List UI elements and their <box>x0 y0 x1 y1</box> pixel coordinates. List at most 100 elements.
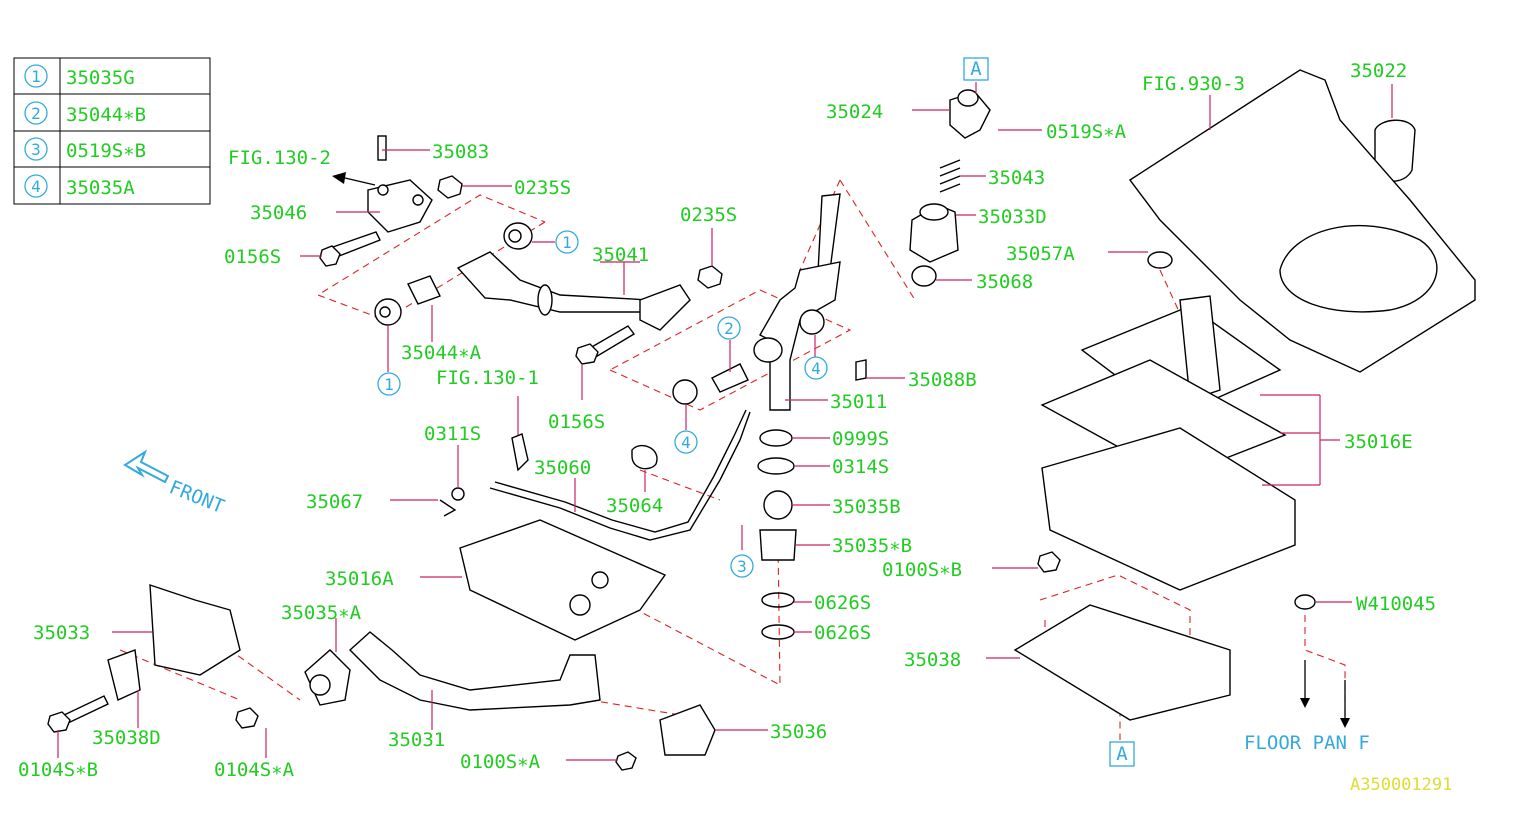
part-35035g-bushing-a <box>503 222 533 250</box>
part-35043-spring <box>939 159 961 193</box>
legend-row-1: 1 35035G <box>24 64 135 89</box>
part-35083-pin <box>377 135 387 161</box>
legend-table: 1 35035G 2 35044∗B 3 0519S∗B 4 35035A <box>13 57 211 205</box>
part-0100sb-bolt <box>1037 551 1061 573</box>
label-0519sa: 0519S∗A <box>1046 121 1127 143</box>
part-0999s-washer <box>759 429 793 447</box>
part-35035g-bushing-b <box>374 298 402 326</box>
legend-key: 4 <box>31 177 41 196</box>
legend-row-3: 3 0519S∗B <box>24 137 146 162</box>
label-0311s: 0311S <box>424 423 481 445</box>
part-35057a-plug <box>1147 251 1173 269</box>
part-35038d-bracket <box>107 649 141 701</box>
part-0156s-bolt-b <box>575 325 636 365</box>
legend-key: 3 <box>31 140 41 159</box>
part-w410045-clip <box>1294 594 1316 610</box>
part-0156s-bolt-a <box>319 231 381 267</box>
part-35033d-damper <box>909 203 959 263</box>
part-35068-washer <box>911 265 937 287</box>
callout-1-bottom: 1 <box>377 372 401 396</box>
part-0314s-clip <box>757 457 795 475</box>
callout-2: 2 <box>717 316 741 340</box>
label-0235s-a: 0235S <box>514 177 571 199</box>
label-0235s-b: 0235S <box>680 204 737 226</box>
callout-3: 3 <box>730 554 754 578</box>
legend-key: 2 <box>31 104 41 123</box>
part-35035a-bushing-large <box>304 649 351 706</box>
label-0626s-a: 0626S <box>814 592 871 614</box>
part-35035a-bushing <box>672 309 825 405</box>
fig-130-2-arrow <box>332 172 376 186</box>
svg-text:1: 1 <box>384 375 394 394</box>
part-35024-housing <box>949 89 991 139</box>
label-35043: 35043 <box>988 167 1045 189</box>
label-35035b: 35035B <box>832 496 901 518</box>
svg-text:4: 4 <box>681 433 691 452</box>
part-0100sa-bolt <box>615 751 637 771</box>
legend-row-4: 4 35035A <box>24 174 135 199</box>
label-35022: 35022 <box>1350 60 1407 82</box>
part-35041-rod <box>456 251 691 331</box>
part-0626s-rings <box>761 592 795 640</box>
label-35038: 35038 <box>904 649 961 671</box>
label-35033d: 35033D <box>978 206 1047 228</box>
label-35033: 35033 <box>33 622 90 644</box>
label-35016e: 35016E <box>1344 431 1413 453</box>
label-0104sb: 0104S∗B <box>18 759 98 781</box>
part-35036-bracket <box>659 704 716 756</box>
part-35035b-ball <box>763 490 793 520</box>
ref-box-a-top: A <box>963 57 989 81</box>
label-35038d: 35038D <box>92 727 161 749</box>
part-35011-lever <box>753 193 841 411</box>
label-35060: 35060 <box>534 457 591 479</box>
label-35016a: 35016A <box>325 568 394 590</box>
label-0999s: 0999S <box>832 428 889 450</box>
label-35035sb: 35035∗B <box>832 535 912 557</box>
legend-row-2: 2 35044∗B <box>24 101 146 126</box>
label-35046: 35046 <box>250 202 307 224</box>
label-0104sa: 0104S∗A <box>214 759 295 781</box>
label-0314s: 0314S <box>832 456 889 478</box>
legend-key: 1 <box>31 67 41 86</box>
part-35035sb-seat <box>759 529 797 561</box>
svg-text:2: 2 <box>724 319 734 338</box>
label-35036: 35036 <box>770 721 827 743</box>
fig-930-3-label: FIG.930-3 <box>1142 73 1245 95</box>
ref-box-a-bottom: A <box>1109 741 1135 767</box>
label-35041: 35041 <box>592 244 649 266</box>
label-35011: 35011 <box>830 391 887 413</box>
svg-text:A: A <box>1116 743 1128 765</box>
label-0100sa: 0100S∗A <box>460 751 541 773</box>
label-w410045: W410045 <box>1356 593 1436 615</box>
part-35031-rod <box>348 631 601 711</box>
label-35024: 35024 <box>826 101 883 123</box>
svg-text:3: 3 <box>737 557 747 576</box>
part-35016e-boot-plates <box>1040 295 1296 591</box>
leader-lines <box>57 82 1393 761</box>
label-0156s-a: 0156S <box>224 246 281 268</box>
part-35044b-sleeve <box>711 363 749 393</box>
part-35046-bracket <box>367 179 433 233</box>
part-35067-pin <box>439 487 465 517</box>
part-35060-cable <box>489 409 751 541</box>
fig-130-1-label: FIG.130-1 <box>436 367 539 389</box>
callout-1-top: 1 <box>555 230 579 254</box>
legend-part: 35044∗B <box>66 104 146 126</box>
drawing-id: A350001291 <box>1350 775 1452 795</box>
part-35033-bracket <box>149 584 241 676</box>
label-35031: 35031 <box>388 729 445 751</box>
part-0235s-nut-b <box>697 265 723 289</box>
label-0100sb: 0100S∗B <box>882 559 962 581</box>
label-35067: 35067 <box>306 491 363 513</box>
label-35035a-large: 35035∗A <box>281 602 362 624</box>
callouts: 1 1 2 3 4 4 <box>377 230 828 578</box>
label-35088b: 35088B <box>908 369 977 391</box>
svg-text:1: 1 <box>562 233 572 252</box>
part-35064-clip <box>631 445 658 470</box>
floor-pan-arrows <box>1300 660 1350 728</box>
legend-part: 35035A <box>66 177 135 199</box>
part-35038-frame <box>1013 604 1231 721</box>
part-35088b-bolt <box>855 359 867 381</box>
label-35083: 35083 <box>432 141 489 163</box>
